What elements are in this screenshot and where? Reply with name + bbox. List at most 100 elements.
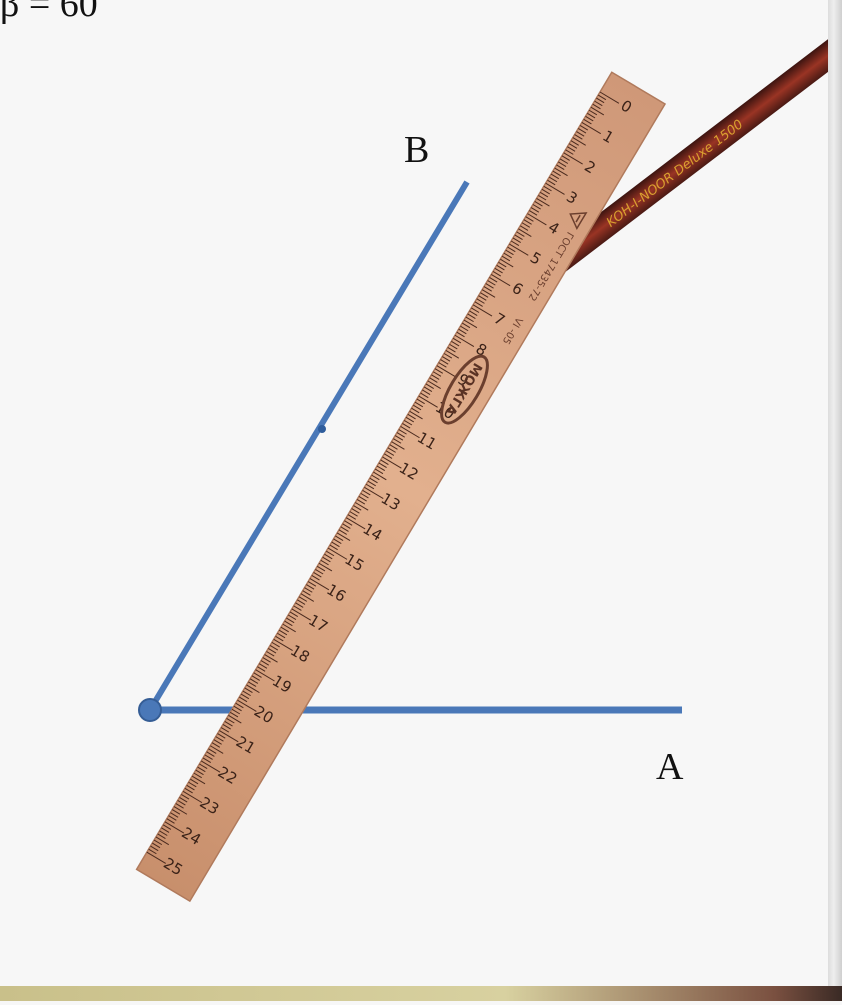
ruler-tick (195, 769, 204, 776)
ruler-tick (215, 736, 224, 742)
ruler-tick (483, 286, 492, 292)
ruler-tick (454, 334, 475, 347)
ruler-tick (400, 426, 420, 439)
ruler-tick (587, 112, 596, 119)
ruler-tick (490, 274, 511, 287)
ray-mark (318, 425, 326, 433)
ruler-tick (364, 486, 384, 499)
ruler-tick (416, 398, 425, 405)
ruler-tick (280, 626, 289, 633)
ruler-tick (356, 499, 366, 505)
ruler-tick (529, 210, 538, 216)
ruler-tick (249, 678, 259, 684)
ruler-tick (467, 313, 476, 320)
ruler-tick (168, 815, 177, 821)
ruler-tick (456, 331, 465, 338)
ruler-tick (382, 456, 402, 469)
ruler-tick (518, 228, 532, 237)
bottom-strip (0, 986, 842, 1001)
ruler-tick (521, 222, 531, 228)
ruler-tick (532, 204, 541, 210)
ruler-tick (411, 407, 420, 414)
ruler-tick (530, 207, 540, 213)
ruler-tick (543, 185, 552, 192)
ruler-tick (599, 91, 620, 104)
ruler-tick (278, 629, 288, 636)
ruler-tick (452, 337, 462, 344)
ruler-tick (340, 526, 349, 532)
ruler-tick (300, 593, 315, 602)
ruler-tick (327, 547, 348, 560)
label-a: A (656, 746, 684, 788)
ruler-tick (576, 131, 585, 137)
ruler-tick (440, 359, 449, 365)
ruler-tick (476, 298, 485, 304)
vertex-point (138, 698, 162, 722)
ruler-tick (248, 681, 257, 687)
ruler-tick (505, 249, 514, 256)
ruler-tick (485, 283, 494, 289)
ruler-tick (525, 216, 534, 222)
ruler-tick (298, 596, 308, 602)
ruler-tick (229, 711, 239, 718)
ruler-tick (579, 125, 589, 131)
ruler-tick (191, 775, 206, 785)
ruler-tick (358, 495, 367, 502)
ruler-tick (155, 836, 170, 846)
ruler-tick (251, 675, 260, 681)
ruler-tick (316, 565, 326, 572)
ruler-tick (231, 708, 241, 715)
ruler-tick (423, 386, 433, 392)
ruler-tick (175, 803, 184, 809)
ruler-tick (447, 346, 456, 353)
ruler-tick (393, 438, 402, 444)
ruler-tick (523, 219, 532, 225)
ruler-tick (384, 453, 393, 459)
ruler-logo-icon (569, 212, 588, 231)
ruler-tick (554, 167, 568, 177)
ruler-tick (552, 170, 561, 177)
ruler-tick (418, 395, 438, 408)
ruler-tick (498, 261, 507, 268)
ruler-tick (480, 292, 489, 298)
ruler-tick (405, 416, 415, 423)
ruler-tick (436, 365, 457, 378)
ruler-tick (402, 423, 411, 429)
ruler-tick (307, 581, 317, 587)
ruler-tick (572, 137, 586, 146)
ruler-tick (597, 94, 607, 101)
ruler-tick (561, 155, 570, 161)
ruler-tick (378, 462, 387, 469)
ruler-tick (329, 544, 338, 551)
ruler-tick (171, 809, 181, 815)
ruler-tick (481, 289, 496, 298)
ruler-tick (538, 194, 547, 201)
ruler-tick (146, 851, 166, 864)
ruler-tick (320, 559, 329, 566)
ruler-tick (153, 839, 163, 846)
ruler-tick (282, 623, 296, 633)
ruler-tick (286, 617, 295, 624)
ruler-tick (550, 173, 560, 180)
ruler-tick (442, 356, 451, 362)
ruler-tick (409, 410, 423, 420)
ruler-tick (373, 471, 387, 481)
ruler-tick (429, 377, 438, 383)
ruler-tick (257, 666, 266, 672)
ruler-tick (182, 790, 203, 804)
ruler-tick (563, 152, 583, 165)
ruler-tick (213, 739, 222, 745)
ruler-tick (239, 696, 248, 703)
ruler-tick (396, 432, 405, 438)
ruler-tick (594, 100, 603, 107)
ruler-tick (519, 225, 529, 231)
ruler-tick (420, 392, 429, 399)
ruler-tick (244, 687, 253, 694)
ruler-tick (322, 556, 331, 563)
ruler-tick (222, 724, 231, 730)
ruler-tick (556, 164, 565, 171)
ruler-tick (206, 751, 215, 757)
ruler-tick (509, 243, 529, 256)
label-b: B (404, 129, 430, 171)
